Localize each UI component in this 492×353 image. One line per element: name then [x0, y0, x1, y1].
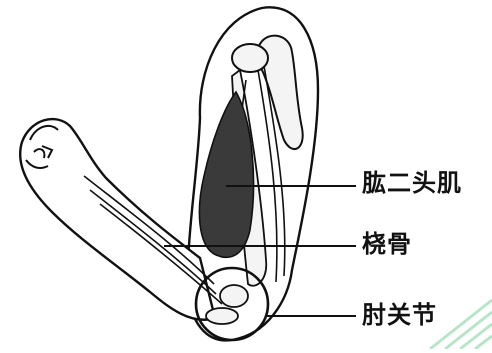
label-radius: 桡骨 [362, 232, 412, 256]
watermark [430, 300, 492, 349]
label-elbow-joint: 肘关节 [362, 303, 437, 327]
label-biceps: 肱二头肌 [362, 171, 462, 195]
humerus-head [232, 44, 268, 72]
